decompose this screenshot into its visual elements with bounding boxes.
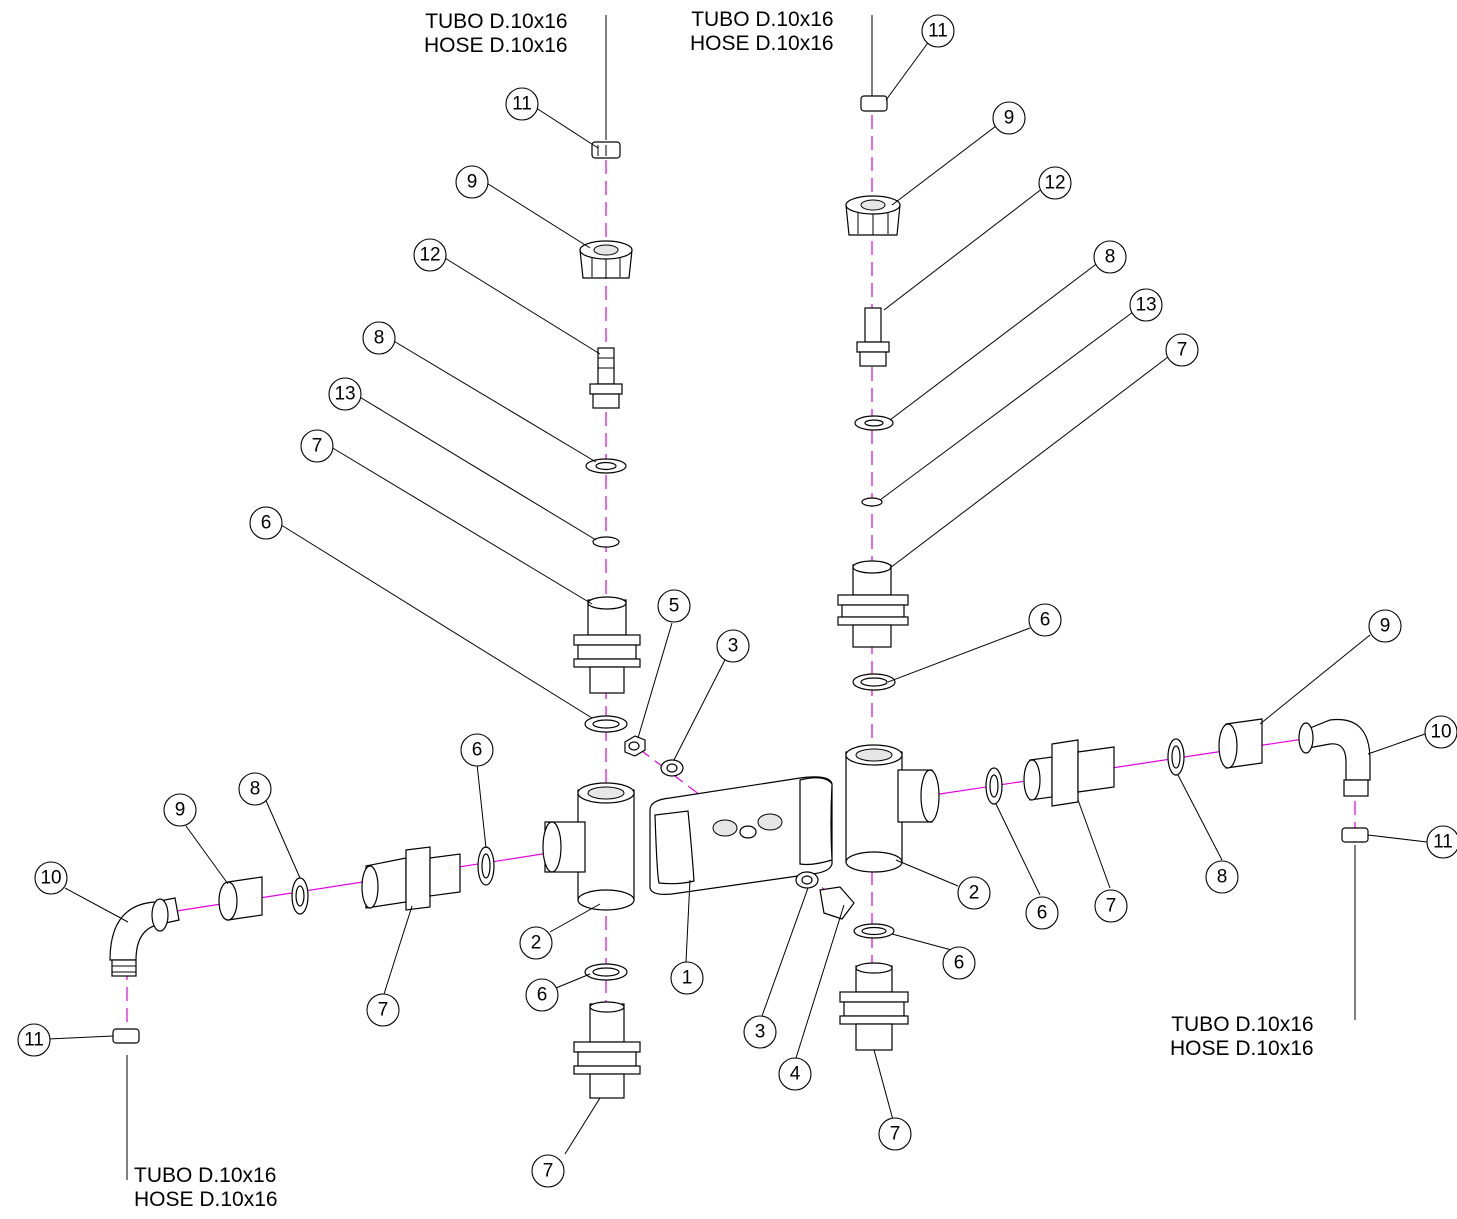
callout-13: 13 xyxy=(328,377,362,411)
hose-note-line2: HOSE D.10x16 xyxy=(424,34,568,57)
callout-label: 9 xyxy=(1004,108,1015,129)
callout-label: 7 xyxy=(890,1124,901,1145)
callout-label: 9 xyxy=(467,172,478,193)
callout-6: 6 xyxy=(249,506,283,540)
callout-7: 7 xyxy=(1094,889,1128,923)
callout-label: 8 xyxy=(250,779,261,800)
callout-label: 6 xyxy=(472,740,483,761)
callout-6: 6 xyxy=(460,733,494,767)
callout-leaders xyxy=(47,39,1428,1155)
callout-6: 6 xyxy=(1025,896,1059,930)
callout-11: 11 xyxy=(17,1023,51,1057)
callout-label: 11 xyxy=(24,1030,44,1051)
callout-label: 2 xyxy=(969,883,980,904)
callout-6: 6 xyxy=(1028,603,1062,637)
callout-label: 8 xyxy=(1105,247,1116,268)
callout-label: 10 xyxy=(40,868,61,889)
callout-7: 7 xyxy=(531,1154,565,1188)
callout-label: 1 xyxy=(682,968,693,989)
callout-label: 12 xyxy=(419,245,440,266)
callout-label: 11 xyxy=(1433,832,1453,853)
hose-note-bottom-left: TUBO D.10x16 HOSE D.10x16 xyxy=(134,1164,278,1212)
callout-label: 6 xyxy=(1037,903,1048,924)
right-stack-parts xyxy=(837,95,940,1051)
hose-note-top-left: TUBO D.10x16 HOSE D.10x16 xyxy=(424,10,568,58)
hose-note-line2: HOSE D.10x16 xyxy=(134,1188,278,1211)
callout-label: 2 xyxy=(531,933,542,954)
callout-label: 12 xyxy=(1044,173,1065,194)
callout-label: 7 xyxy=(312,436,323,457)
callout-2: 2 xyxy=(957,876,991,910)
left-stack-parts xyxy=(542,141,641,1099)
callout-8: 8 xyxy=(238,772,272,806)
callout-label: 7 xyxy=(543,1161,554,1182)
callout-label: 9 xyxy=(1380,616,1391,637)
callout-6: 6 xyxy=(942,946,976,980)
callout-2: 2 xyxy=(519,926,553,960)
callout-8: 8 xyxy=(362,321,396,355)
callout-7: 7 xyxy=(1165,333,1199,367)
callout-label: 13 xyxy=(1135,295,1156,316)
hose-note-line1: TUBO D.10x16 xyxy=(425,10,568,33)
callout-label: 11 xyxy=(512,94,532,115)
hose-note-top-right: TUBO D.10x16 HOSE D.10x16 xyxy=(690,8,834,56)
callout-8: 8 xyxy=(1093,240,1127,274)
callout-11: 11 xyxy=(505,87,539,121)
callout-7: 7 xyxy=(300,429,334,463)
callout-8: 8 xyxy=(1205,860,1239,894)
callout-11: 11 xyxy=(1426,825,1457,859)
callout-11: 11 xyxy=(921,14,955,48)
callout-label: 7 xyxy=(1106,896,1117,917)
callout-label: 3 xyxy=(755,1022,766,1043)
callout-10: 10 xyxy=(34,861,68,895)
bracket-and-hardware xyxy=(624,735,855,920)
callout-7: 7 xyxy=(878,1117,912,1151)
callout-label: 13 xyxy=(334,384,355,405)
callout-label: 6 xyxy=(1040,610,1051,631)
callout-9: 9 xyxy=(1368,609,1402,643)
callout-label: 4 xyxy=(790,1064,801,1085)
callout-12: 12 xyxy=(413,238,447,272)
assembly-axes xyxy=(126,115,1356,1090)
callout-9: 9 xyxy=(163,793,197,827)
callout-label: 7 xyxy=(378,1000,389,1021)
callout-bubbles: 11 9 12 8 13 7 6 5 3 11 9 12 8 13 7 6 9 … xyxy=(17,14,1457,1188)
callout-10: 10 xyxy=(1424,715,1457,749)
callout-label: 5 xyxy=(669,596,680,617)
hose-note-bottom-right: TUBO D.10x16 HOSE D.10x16 xyxy=(1170,1013,1314,1061)
callout-label: 6 xyxy=(261,513,272,534)
callout-label: 6 xyxy=(954,953,965,974)
callout-label: 9 xyxy=(175,800,186,821)
callout-label: 10 xyxy=(1430,722,1451,743)
callout-3: 3 xyxy=(743,1015,777,1049)
callout-9: 9 xyxy=(455,165,489,199)
callout-5: 5 xyxy=(657,589,691,623)
hose-note-leaders xyxy=(126,15,1356,1180)
callout-7: 7 xyxy=(366,993,400,1027)
callout-4: 4 xyxy=(778,1057,812,1091)
callout-label: 11 xyxy=(928,21,948,42)
callout-label: 8 xyxy=(374,328,385,349)
right-branch-parts xyxy=(985,718,1371,843)
callout-6: 6 xyxy=(525,978,559,1012)
callout-label: 6 xyxy=(537,985,548,1006)
callout-13: 13 xyxy=(1129,288,1163,322)
hose-note-line2: HOSE D.10x16 xyxy=(690,32,834,55)
callout-label: 3 xyxy=(728,636,739,657)
callout-label: 7 xyxy=(1177,340,1188,361)
callout-3: 3 xyxy=(716,629,750,663)
callout-9: 9 xyxy=(992,101,1026,135)
hose-note-line1: TUBO D.10x16 xyxy=(691,8,834,31)
callout-1: 1 xyxy=(670,961,704,995)
hose-note-line1: TUBO D.10x16 xyxy=(134,1164,277,1187)
callout-label: 8 xyxy=(1217,867,1228,888)
hose-note-line2: HOSE D.10x16 xyxy=(1170,1037,1314,1060)
left-branch-parts xyxy=(109,846,495,1044)
hose-note-line1: TUBO D.10x16 xyxy=(1171,1013,1314,1036)
callout-12: 12 xyxy=(1038,166,1072,200)
